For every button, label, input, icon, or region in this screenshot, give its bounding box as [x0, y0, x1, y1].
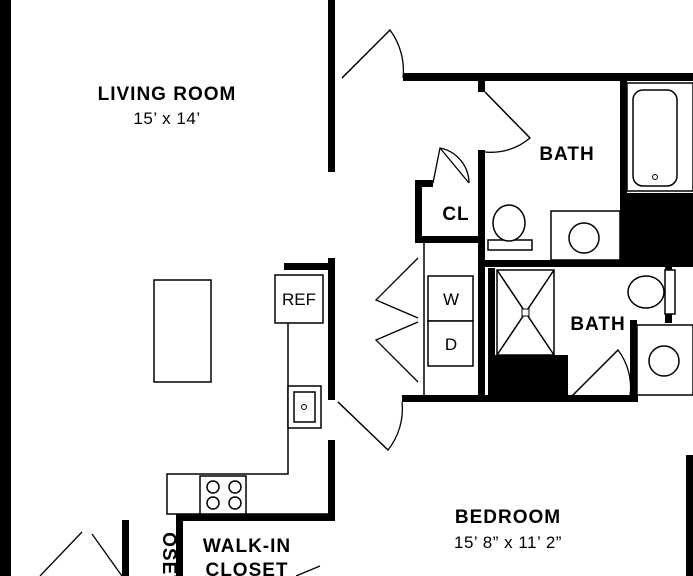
wall-tub-block	[620, 193, 693, 263]
fixtures	[153, 82, 693, 515]
wall-ref-top	[284, 263, 335, 270]
closet-door-swing[interactable]	[432, 147, 470, 184]
wall-right-lower	[686, 455, 693, 576]
wall-closets-divider	[176, 514, 183, 576]
wall-closet-stub	[415, 180, 433, 187]
burner-icon	[228, 480, 242, 494]
labels: LIVING ROOM 15’ x 14’ BATH CL BATH REF W…	[98, 84, 625, 576]
burner-icon	[228, 496, 242, 510]
wall-hall-top	[403, 73, 693, 81]
wall-laundry-east	[478, 265, 485, 397]
wall-tub-west	[620, 80, 627, 195]
wall-bath1-west-lower	[478, 150, 485, 265]
bathtub-basin	[632, 89, 678, 187]
closet-right-door-swing[interactable]	[91, 533, 123, 576]
wall-bath2-east	[630, 320, 637, 402]
bedroom-door-leaf	[337, 401, 389, 451]
burner-icon	[206, 496, 220, 510]
wall-closet-bottom	[415, 236, 485, 243]
refrigerator	[274, 274, 324, 324]
closet-left-door-leaf[interactable]	[39, 531, 83, 576]
wall-living-east-upper	[328, 0, 335, 172]
bath2-label: BATH	[570, 314, 625, 335]
bedroom-dims: 15’ 8” x 11’ 2”	[454, 533, 562, 552]
wall-closets-top	[176, 514, 335, 521]
toilet-bowl	[492, 204, 526, 242]
bedroom-door-swing[interactable]	[337, 401, 404, 451]
burner-icon	[206, 480, 220, 494]
wall-shower-base	[488, 355, 568, 398]
living-room-dims: 15’ x 14’	[133, 109, 200, 128]
closet-label: CL	[442, 204, 469, 225]
walk-in-closet-label-line2: CLOSET	[205, 560, 288, 576]
kitchen-island	[153, 279, 212, 383]
wall-living-bedroom-upper	[328, 320, 335, 400]
walk-in-door-leaf[interactable]	[295, 565, 321, 576]
laundry-bifold-lower[interactable]	[374, 321, 419, 383]
dryer-label: D	[445, 335, 457, 354]
bath1-door-leaf	[484, 91, 531, 139]
laundry-bifold-upper[interactable]	[374, 257, 419, 319]
vanity-sink	[648, 345, 680, 377]
wall-shower-west	[488, 268, 495, 396]
doors	[39, 29, 632, 576]
closet-door-leaf	[439, 147, 470, 184]
wall-closet-west-top	[415, 180, 422, 238]
bath2-door-swing[interactable]	[571, 349, 632, 397]
closet-partial-label: OSET	[158, 532, 179, 576]
bedroom-label: BEDROOM	[455, 507, 561, 528]
walk-in-closet-label-line1: WALK-IN	[203, 536, 291, 557]
refrigerator-label: REF	[282, 290, 316, 309]
toilet-bowl	[627, 275, 665, 309]
wall-living-east-lower	[328, 258, 335, 326]
bath1-label: BATH	[539, 144, 594, 165]
living-door-leaf	[341, 29, 391, 79]
bath1-door-swing[interactable]	[484, 91, 531, 153]
wall-kitchen-east	[328, 440, 335, 520]
sink-drain-icon	[301, 404, 307, 410]
wall-left-exterior	[0, 0, 11, 576]
washer-label: W	[443, 290, 459, 309]
wall-closet-left	[122, 520, 129, 576]
wall-bath1-bottom	[478, 260, 693, 267]
living-room-label: LIVING ROOM	[98, 84, 237, 105]
living-door-swing[interactable]	[341, 29, 405, 79]
vanity-sink	[568, 222, 600, 254]
wall-bath1-west	[478, 80, 485, 92]
toilet-tank	[664, 269, 676, 315]
bath2-door-leaf	[571, 349, 619, 397]
tub-drain-icon	[652, 174, 658, 180]
shower-drain-icon	[521, 308, 530, 317]
wall-bedroom-top	[402, 395, 638, 402]
dryer	[427, 320, 474, 367]
